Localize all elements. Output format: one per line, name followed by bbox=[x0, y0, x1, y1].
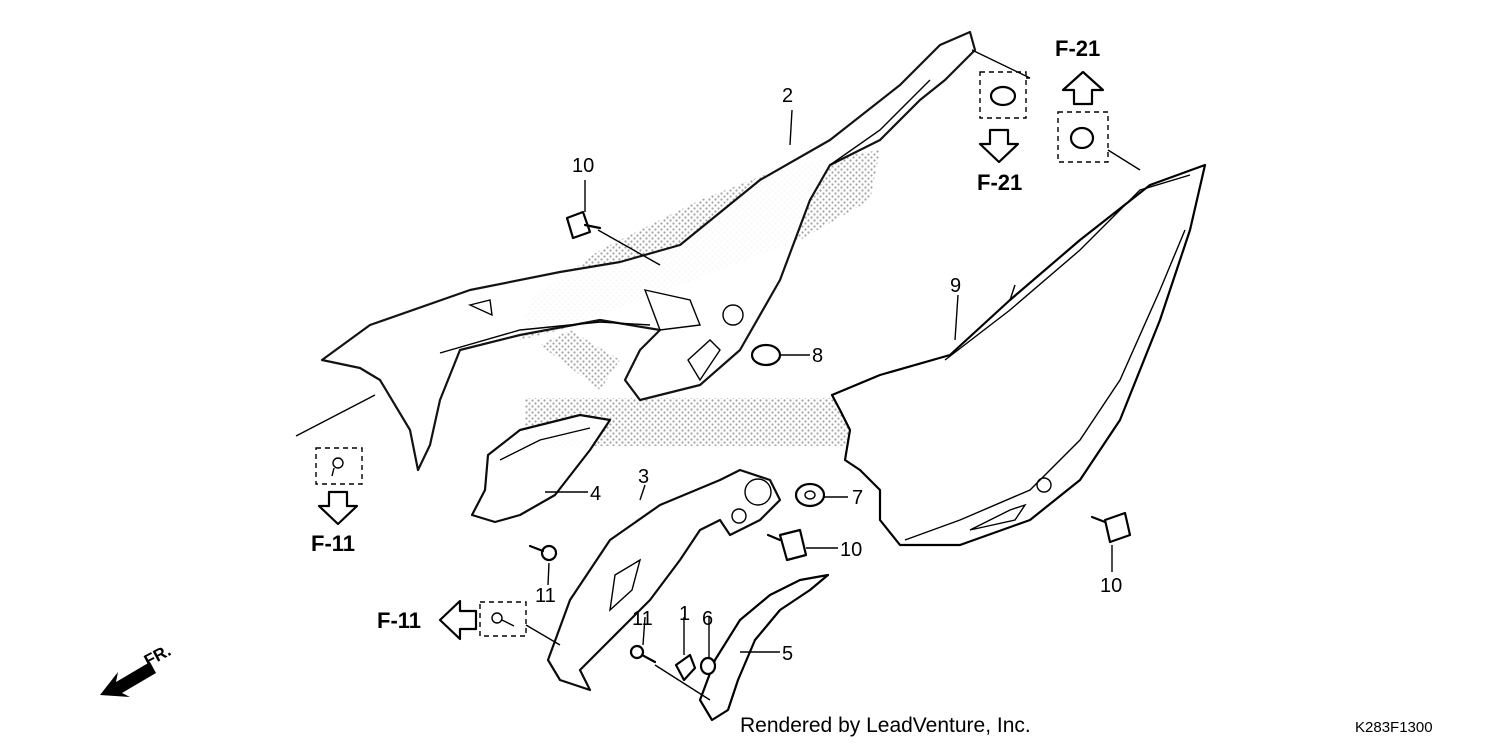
washer-7-icon[interactable] bbox=[794, 482, 826, 508]
grommet-8-icon[interactable] bbox=[750, 343, 782, 367]
callout-7[interactable]: 7 bbox=[852, 487, 863, 509]
callout-10-top[interactable]: 10 bbox=[572, 155, 594, 177]
part-5-bracket-cover[interactable] bbox=[698, 573, 830, 722]
ref-box-top-right bbox=[979, 71, 1027, 119]
arrow-up-f21-icon bbox=[1061, 70, 1105, 106]
bolt-10-top-icon[interactable] bbox=[565, 210, 602, 240]
leader-lines bbox=[295, 49, 1141, 701]
diagram-code: K283F1300 bbox=[1355, 719, 1433, 736]
nut-6-icon[interactable] bbox=[699, 656, 717, 676]
part-2-side-cover[interactable] bbox=[320, 30, 977, 472]
screw-11-left-icon[interactable] bbox=[528, 544, 558, 562]
callout-8[interactable]: 8 bbox=[812, 345, 823, 367]
bolt-10-right-icon[interactable] bbox=[1090, 511, 1132, 544]
ref-box-right bbox=[1057, 111, 1109, 163]
arrow-down-f11-icon bbox=[317, 490, 359, 526]
ref-f11-bottom[interactable]: F-11 bbox=[377, 608, 421, 633]
callout-6[interactable]: 6 bbox=[702, 608, 713, 630]
callout-11-bottom[interactable]: 11 bbox=[632, 608, 653, 630]
callout-2[interactable]: 2 bbox=[782, 85, 793, 107]
ref-box-left bbox=[315, 447, 363, 485]
ref-box-bottom bbox=[479, 601, 527, 637]
part-4-inner-cover[interactable] bbox=[470, 413, 612, 524]
ref-f21-mid[interactable]: F-21 bbox=[977, 170, 1022, 195]
callout-11-left[interactable]: 11 bbox=[535, 585, 556, 607]
arrow-down-f21-icon bbox=[978, 128, 1020, 164]
footer-credit: Rendered by LeadVenture, Inc. bbox=[740, 714, 1031, 737]
ref-f21-top[interactable]: F-21 bbox=[1055, 36, 1100, 61]
callout-10-mid[interactable]: 10 bbox=[840, 539, 862, 561]
screw-11-bottom-icon[interactable] bbox=[629, 644, 657, 664]
part-9-side-cover-right[interactable] bbox=[830, 163, 1207, 547]
clip-1-icon[interactable] bbox=[674, 653, 697, 682]
bolt-10-mid-icon[interactable] bbox=[766, 528, 808, 562]
part-3-lower-cover[interactable] bbox=[546, 468, 782, 692]
callout-3[interactable]: 3 bbox=[638, 466, 649, 488]
callout-10-right[interactable]: 10 bbox=[1100, 575, 1122, 597]
callout-9[interactable]: 9 bbox=[950, 275, 961, 297]
ref-f11-left[interactable]: F-11 bbox=[311, 531, 355, 556]
arrow-left-f11-icon bbox=[438, 599, 478, 641]
front-direction-arrow-icon: FR. bbox=[100, 641, 174, 697]
callout-4[interactable]: 4 bbox=[590, 483, 601, 505]
callout-1[interactable]: 1 bbox=[679, 603, 690, 625]
callout-5[interactable]: 5 bbox=[782, 643, 793, 665]
